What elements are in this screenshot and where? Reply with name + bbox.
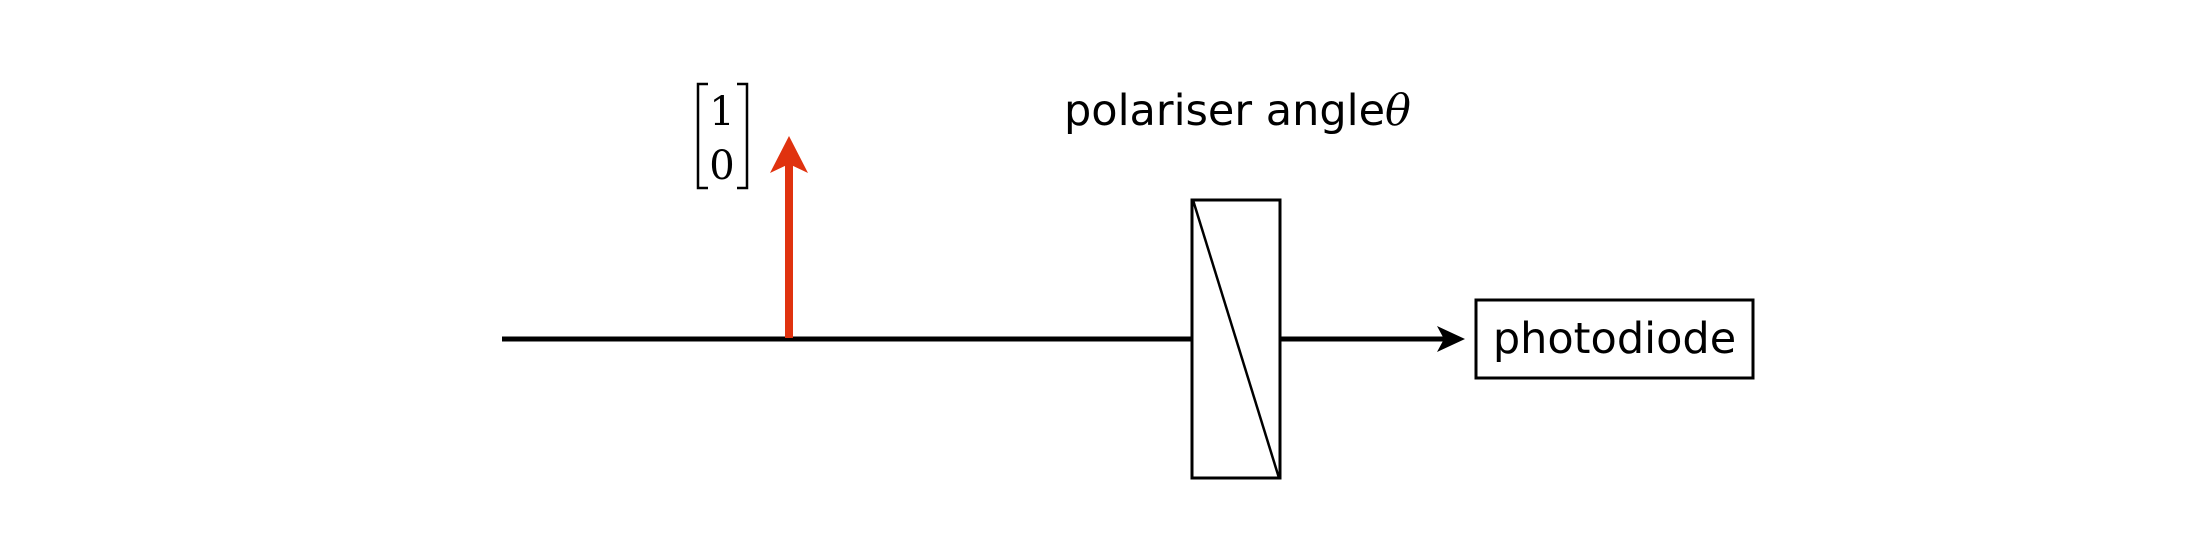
polariser-label: polariser angleθ xyxy=(1064,86,1411,136)
jones-vector-bottom: 0 xyxy=(709,143,734,189)
jones-vector: 1 0 xyxy=(696,82,749,190)
photodiode-box xyxy=(1474,298,1755,380)
jones-vector-top: 1 xyxy=(709,89,734,135)
polariser-diagonal xyxy=(1191,199,1281,479)
arrowhead-up-icon xyxy=(770,136,808,173)
photodiode: photodiode xyxy=(1474,298,1755,380)
theta-symbol: θ xyxy=(1385,86,1411,136)
arrowhead-right-icon xyxy=(1437,326,1465,352)
right-bracket xyxy=(737,82,749,190)
polariser-label-text: polariser angle xyxy=(1064,86,1385,136)
photodiode-label: photodiode xyxy=(1493,314,1736,364)
polariser xyxy=(1190,198,1282,480)
left-bracket xyxy=(696,82,708,190)
